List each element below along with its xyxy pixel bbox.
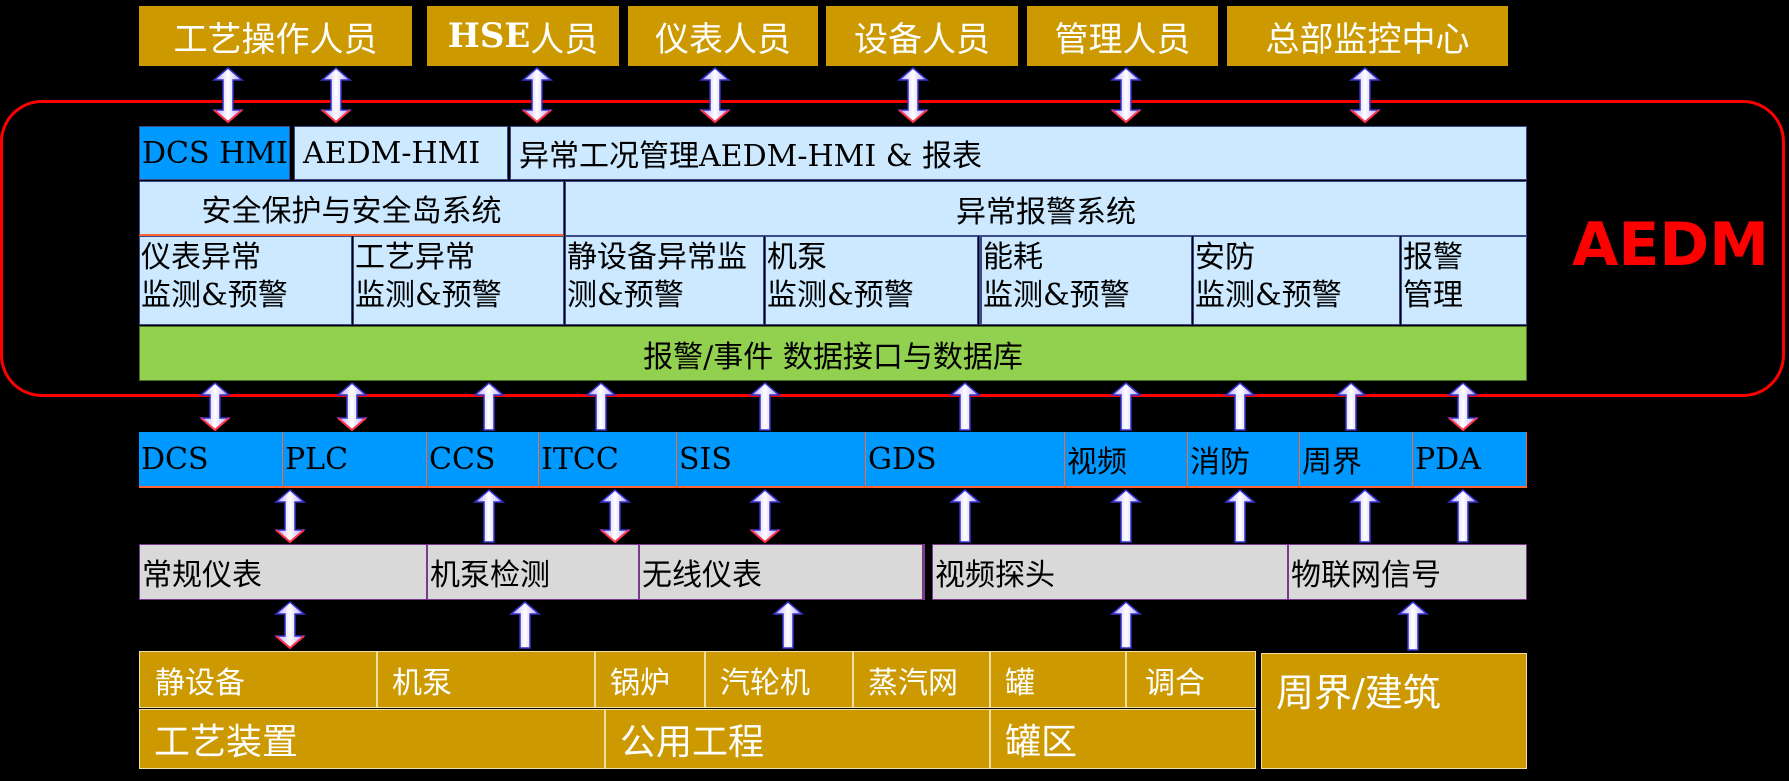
equipment-static: 静设备 [139,651,377,708]
equipment-steam-network: 蒸汽网 [853,651,990,708]
control-system-gds: GDS [866,432,1065,488]
eq-arrow-3 [1109,601,1143,649]
module-energy-monitoring: 能耗监测&预警 [979,236,1192,325]
area-process-units: 工艺装置 [139,709,605,769]
equipment-boiler: 锅炉 [595,651,705,708]
area-utilities: 公用工程 [605,709,990,769]
role-arrow-4-tip [898,109,928,124]
sys-arrow-1 [335,382,369,431]
field-iot-signals: 物联网信号 [1288,544,1527,600]
field-conventional-instruments: 常规仪表 [139,544,427,600]
role-equipment-staff: 设备人员 [826,6,1018,66]
field-arrow-5 [1109,489,1143,543]
control-system-fire: 消防 [1188,432,1300,488]
module-static-equipment-monitoring: 静设备异常监测&预警 [565,236,764,325]
eq-arrow-0 [273,601,307,649]
sys-arrow-0-tip [200,417,230,432]
aedm-hmi: AEDM-HMI [294,126,508,180]
aedm-label: AEDM [1572,210,1769,280]
control-system-perimeter: 周界 [1300,432,1413,488]
role-arrow-5-tip [1111,109,1141,124]
equipment-tank: 罐 [990,651,1126,708]
eq-arrow-0-tip [275,635,305,650]
control-system-pda: PDA [1413,432,1527,488]
abnormal-hmi-report: 异常工况管理AEDM-HMI & 报表 [510,126,1527,180]
equipment-blending: 调合 [1126,651,1256,708]
field-arrow-8 [1446,489,1480,543]
perimeter-buildings: 周界/建筑 [1261,653,1527,769]
role-arrow-0-tip [213,109,243,124]
field-wireless-instruments: 无线仪表 [639,544,925,600]
eq-arrow-4 [1396,601,1430,651]
sys-arrow-6 [1109,382,1143,431]
sys-arrow-4 [748,382,782,431]
dcs-hmi: DCS HMI [139,126,290,180]
aedm-boundary [0,100,1785,397]
sys-arrow-0 [198,382,232,431]
sys-arrow-2 [472,382,506,431]
role-arrow-2-tip [522,109,552,124]
alarm-event-database: 报警/事件 数据接口与数据库 [139,326,1527,381]
role-arrow-6-tip [1350,109,1380,124]
module-pump-monitoring: 机泵监测&预警 [765,236,978,325]
field-arrow-0-tip [275,529,305,544]
field-arrow-7 [1348,489,1382,543]
module-security-monitoring: 安防监测&预警 [1193,236,1400,325]
role-arrow-3-tip [700,109,730,124]
equipment-turbine: 汽轮机 [705,651,853,708]
control-system-itcc: ITCC [539,432,677,488]
control-system-dcs: DCS [139,432,283,488]
sys-arrow-9 [1446,382,1480,431]
role-hq-monitoring: 总部监控中心 [1227,6,1508,66]
field-arrow-6 [1223,489,1257,543]
safety-protection-system: 安全保护与安全岛系统 [139,181,564,236]
control-system-plc: PLC [283,432,427,488]
field-arrow-3-tip [750,529,780,544]
hse-prefix: HSE [447,16,531,56]
sys-arrow-7 [1223,382,1257,431]
control-system-ccs: CCS [427,432,539,488]
sys-arrow-1-tip [337,417,367,432]
equipment-pumps: 机泵 [377,651,595,708]
module-process-monitoring: 工艺异常监测&预警 [353,236,564,325]
eq-arrow-1 [508,601,542,649]
control-system-video: 视频 [1065,432,1188,488]
field-arrow-2-tip [600,529,630,544]
abnormal-alarm-system: 异常报警系统 [565,181,1527,236]
area-tank-farm: 罐区 [990,709,1256,769]
role-instrument-staff: 仪表人员 [628,6,818,66]
field-pump-detection: 机泵检测 [427,544,639,600]
role-process-operators: 工艺操作人员 [139,6,412,66]
field-arrow-4 [948,489,982,543]
sys-arrow-5 [948,382,982,431]
sys-arrow-9-tip [1448,417,1478,432]
role-management-staff: 管理人员 [1027,6,1218,66]
field-arrow-1 [472,489,506,543]
eq-arrow-2 [771,601,805,649]
field-video-probes: 视频探头 [932,544,1288,600]
sys-arrow-8 [1334,382,1368,431]
sys-arrow-3 [584,382,618,431]
module-alarm-management: 报警管理 [1401,236,1527,325]
control-system-sis: SIS [677,432,866,488]
module-instrument-monitoring: 仪表异常监测&预警 [139,236,352,325]
role-arrow-1-tip [321,109,351,124]
